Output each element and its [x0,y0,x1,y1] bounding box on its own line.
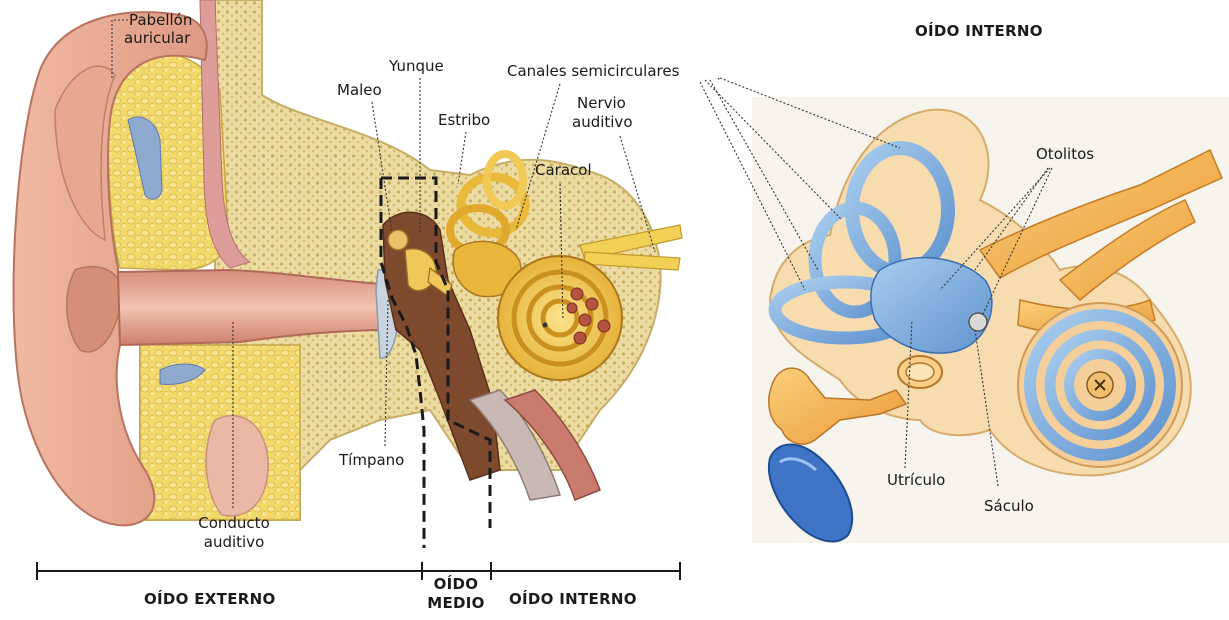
section-oido-externo: OÍDO EXTERNO [144,590,276,608]
inner-ear-detail-illustration [752,97,1229,543]
label-maleo: Maleo [337,82,382,99]
label-utriculo: Utrículo [887,472,945,489]
label-yunque: Yunque [389,58,444,75]
label-caracol: Caracol [535,162,592,179]
label-conducto-line1: Conducto [180,515,288,532]
label-estribo: Estribo [438,112,490,129]
label-otolitos: Otolitos [1036,146,1094,163]
label-saculo: Sáculo [984,498,1034,515]
section-oido-medio-line1: OÍDO [416,575,496,593]
label-pabellon-line2: auricular [124,30,190,47]
label-nervio-line1: Nervio [577,95,626,112]
label-pabellon-line1: Pabellón [129,12,192,29]
section-scale-bar [37,562,680,580]
section-oido-interno: OÍDO INTERNO [509,590,637,608]
inner-ear-title: OÍDO INTERNO [915,22,1043,40]
section-oido-medio-line2: MEDIO [416,594,496,612]
label-conducto-line2: auditivo [180,534,288,551]
label-canales-semicirculares: Canales semicirculares [507,63,679,80]
label-timpano: Tímpano [339,452,404,469]
label-nervio-line2: auditivo [572,114,633,131]
